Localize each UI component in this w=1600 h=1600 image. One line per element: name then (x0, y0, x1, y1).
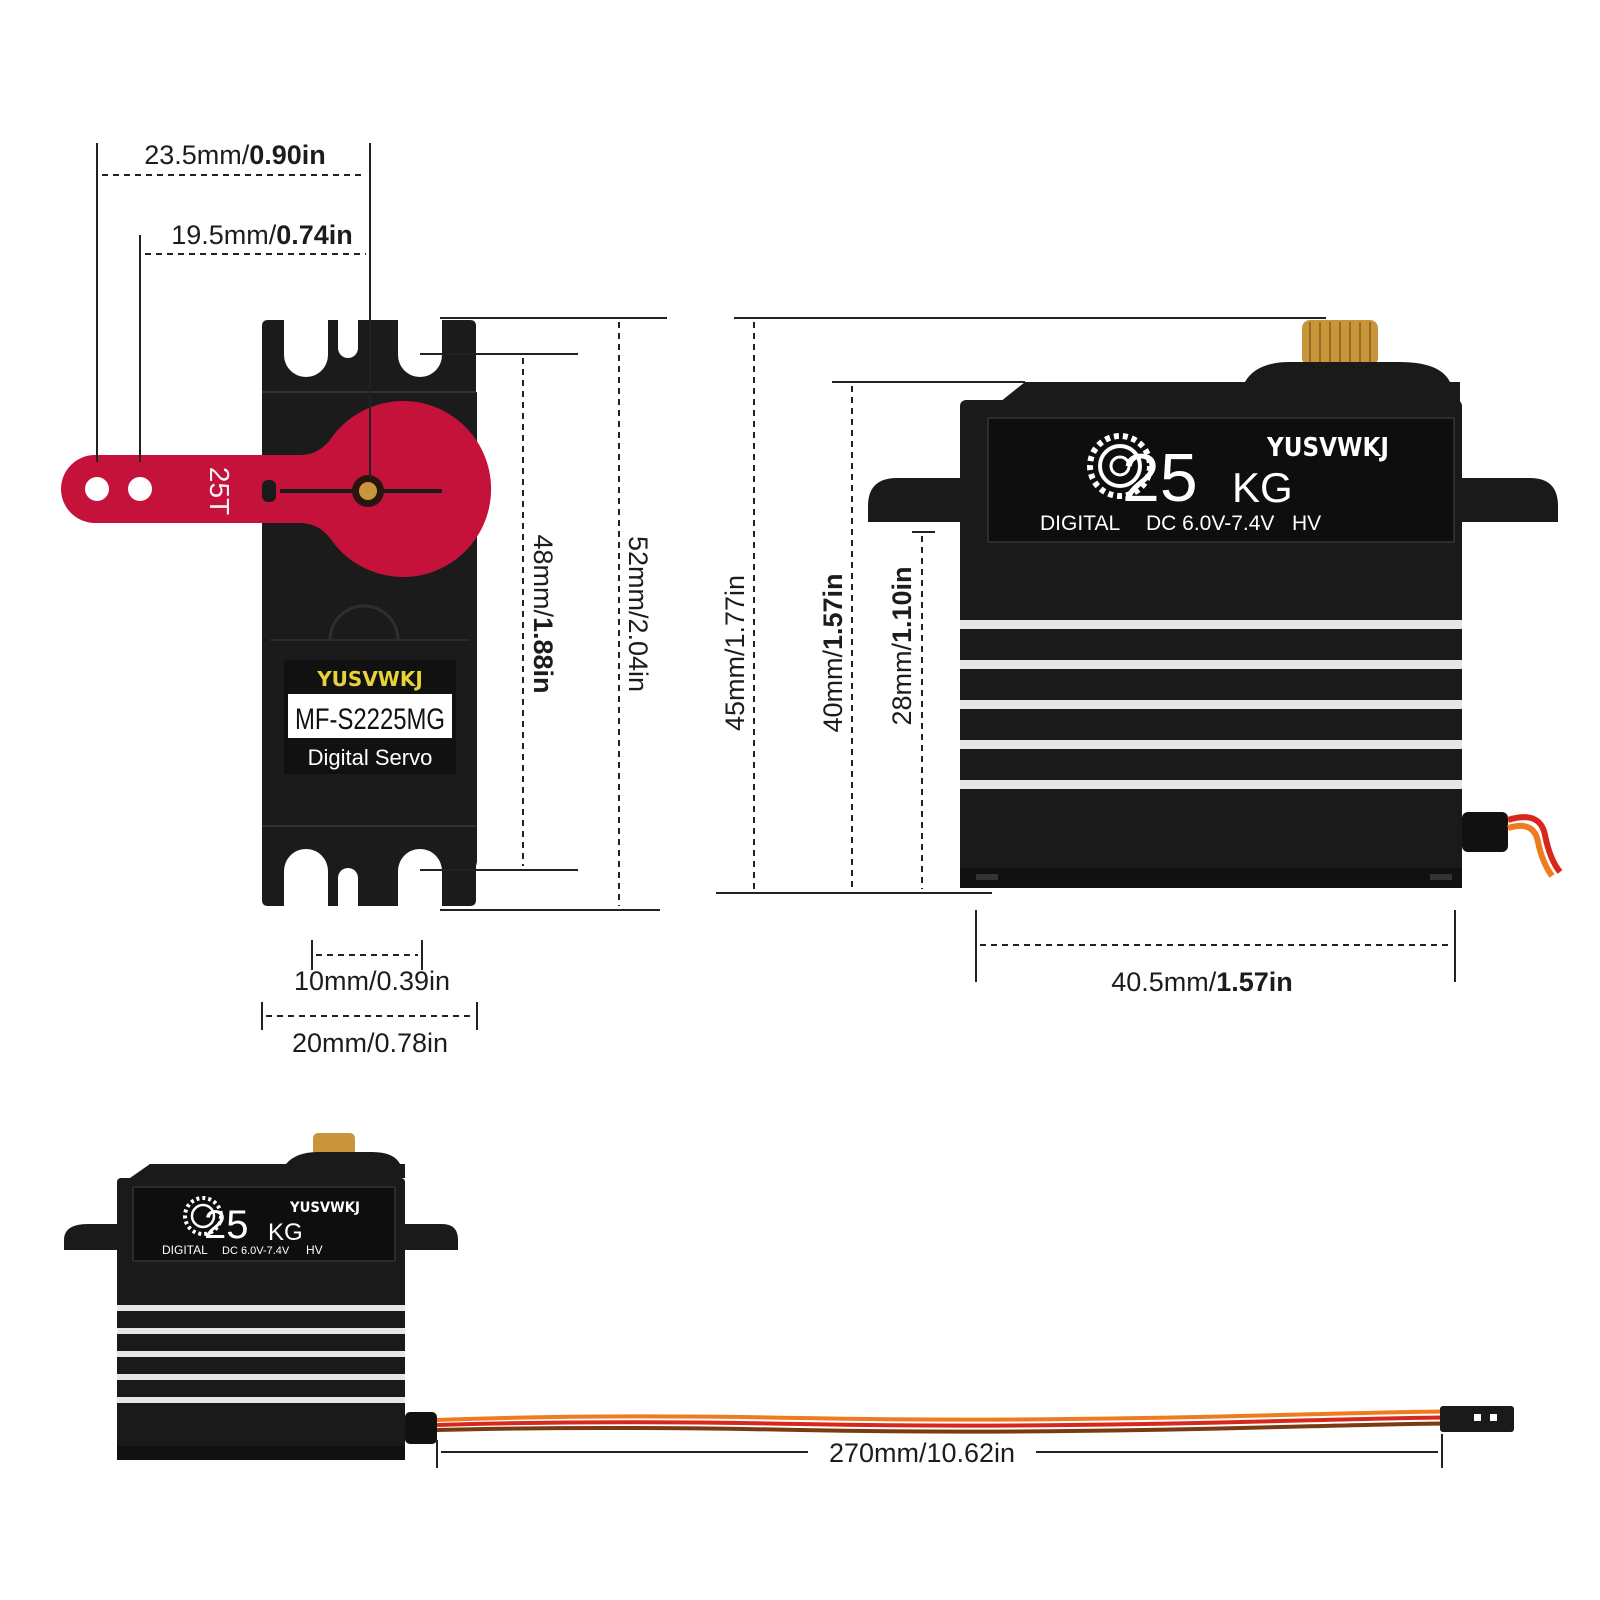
mount-slot-top-left (284, 320, 328, 377)
servo-side-view: 25 KG YUSVWKJ DIGITAL DC 6.0V-7.4V HV (868, 320, 1563, 888)
dim-body-length: 40.5mm/1.57in (1111, 967, 1293, 997)
dim-mount-slot: 10mm/0.39in (294, 966, 450, 996)
gear-logo-small-icon (183, 1196, 223, 1236)
torque-unit-small: KG (268, 1219, 303, 1246)
mount-tab-small-right (402, 1224, 458, 1250)
servo-top-view: 25T YUSVWKJ MF-S2225MG Digital Servo (61, 320, 492, 906)
mount-tab-small-left (64, 1224, 128, 1250)
top-view-dimension-labels: 23.5mm/0.90in 19.5mm/0.74in 48mm/1.88in … (144, 140, 653, 1058)
spec-hv: HV (1292, 512, 1321, 535)
dim-horn-inner: 19.5mm/0.74in (171, 220, 353, 250)
dim-body-width: 20mm/0.78in (292, 1028, 448, 1058)
spec-voltage: DC 6.0V-7.4V (1146, 512, 1274, 535)
dim-hole-spacing: 48mm/1.88in (528, 534, 558, 693)
output-shaft (359, 482, 377, 500)
heatsink-stripes-small (117, 1305, 405, 1403)
model-number: MF-S2225MG (295, 703, 445, 736)
cable-dimension (436, 1434, 1443, 1468)
dim-cable-length: 270mm/10.62in (829, 1438, 1015, 1468)
brand-logo-small: YUSVWKJ (289, 1200, 360, 1216)
mount-tab-left (868, 478, 962, 522)
spec-voltage-small: DC 6.0V-7.4V (222, 1245, 290, 1257)
side-view-dimensions (716, 317, 1456, 982)
top-view-dimensions (96, 143, 667, 1030)
horn-teeth-label: 25T (204, 467, 235, 515)
horn-hole-outer (85, 477, 109, 501)
heatsink-stripes (960, 620, 1462, 789)
mount-slot-top-right (398, 320, 442, 377)
dim-body-height: 40mm/1.57in (818, 573, 848, 732)
servo-cable-view: 25 KG YUSVWKJ DIGITAL DC 6.0V-7.4V HV (64, 1133, 1514, 1460)
side-view-dimension-labels: 45mm/1.77in 40mm/1.57in 28mm/1.10in 40.5… (720, 566, 1293, 997)
mount-slot-bottom-left (284, 849, 328, 906)
horn-hole-inner (128, 477, 152, 501)
model-label-brand: YUSVWKJ (316, 667, 423, 691)
gear-logo-icon (1087, 433, 1153, 499)
brand-logo: YUSVWKJ (1266, 433, 1389, 463)
torque-value: 25 (1122, 440, 1198, 516)
model-type: Digital Servo (308, 745, 433, 770)
dim-tab-height: 28mm/1.10in (887, 566, 917, 725)
dim-horn-outer: 23.5mm/0.90in (144, 140, 326, 170)
servo-cable (436, 1409, 1448, 1434)
servo-horn (61, 401, 492, 577)
spec-digital: DIGITAL (1040, 512, 1120, 535)
dim-total-height: 52mm/2.04in (623, 536, 653, 692)
torque-unit: KG (1232, 464, 1293, 511)
mount-tab-right (1460, 478, 1558, 522)
spec-digital-small: DIGITAL (162, 1243, 208, 1257)
mount-slot-bottom-right (398, 849, 442, 906)
torque-value-small: 25 (204, 1203, 249, 1247)
dim-overall-height: 45mm/1.77in (720, 575, 750, 731)
spec-hv-small: HV (306, 1243, 323, 1257)
